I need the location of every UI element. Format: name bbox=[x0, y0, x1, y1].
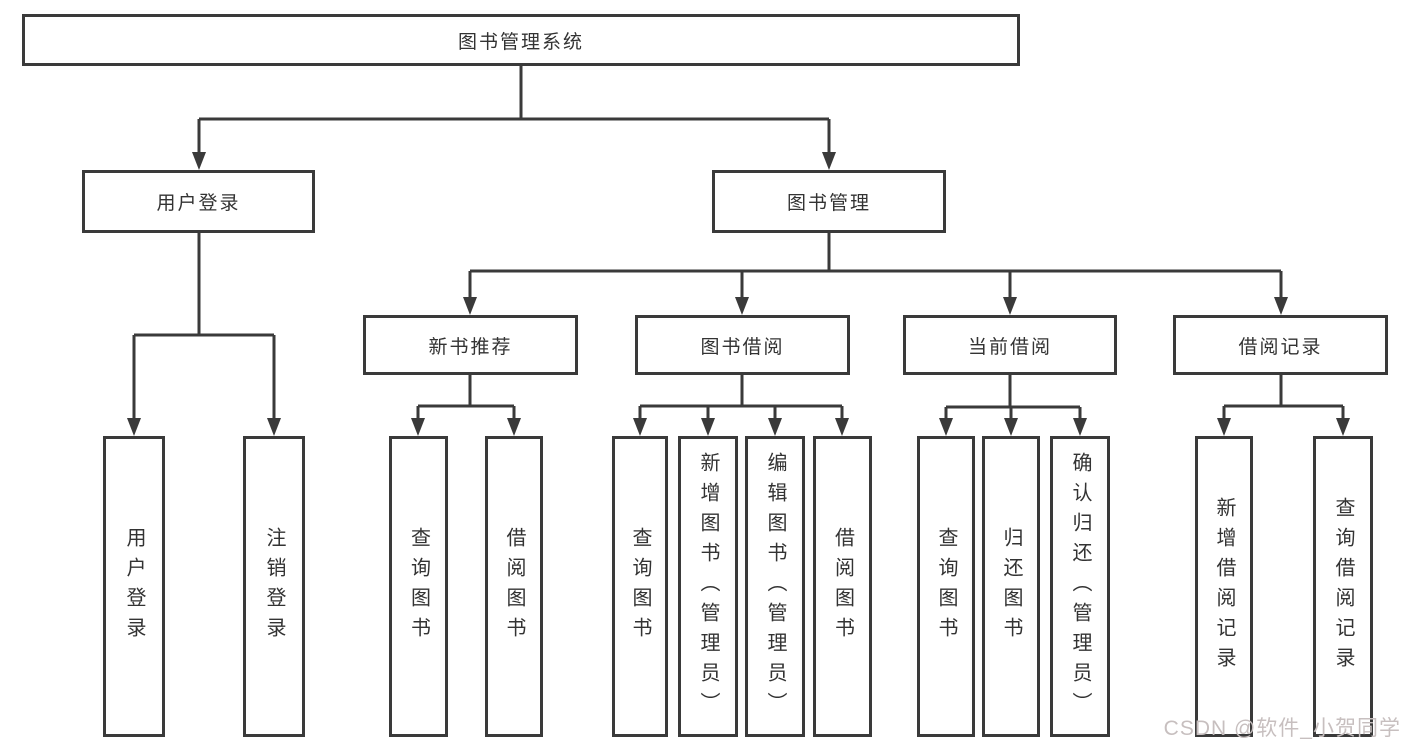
leaf-add-book-admin: 新增图书（管理员） bbox=[678, 436, 738, 737]
node-label: 图书借阅 bbox=[700, 336, 785, 358]
node-user-login: 用户登录 bbox=[82, 170, 315, 233]
leaf-label: 新增借阅记录 bbox=[1213, 496, 1235, 677]
leaf-borrow-books-recommend: 借阅图书 bbox=[485, 436, 543, 737]
leaf-logout: 注销登录 bbox=[243, 436, 305, 737]
connector-user-login bbox=[132, 233, 276, 431]
arrowhead bbox=[633, 418, 647, 436]
connector-current-borrowing bbox=[944, 375, 1082, 431]
csdn-watermark: CSDN @软件_小贺同学 bbox=[1163, 717, 1401, 740]
leaf-label: 新增图书（管理员） bbox=[697, 451, 719, 722]
node-book-management: 图书管理 bbox=[712, 170, 946, 233]
arrowhead bbox=[1003, 297, 1017, 315]
leaf-query-books-current: 查询图书 bbox=[917, 436, 975, 737]
leaf-confirm-return-admin: 确认归还（管理员） bbox=[1050, 436, 1110, 737]
leaf-edit-book-admin: 编辑图书（管理员） bbox=[745, 436, 805, 737]
leaf-label: 查询图书 bbox=[407, 526, 430, 647]
connector-root bbox=[197, 66, 831, 166]
node-label: 图书管理 bbox=[786, 193, 871, 214]
leaf-label: 查询图书 bbox=[935, 526, 957, 647]
arrowhead bbox=[192, 152, 206, 170]
node-label: 借阅记录 bbox=[1238, 336, 1323, 358]
connector-borrowing-records bbox=[1222, 375, 1345, 431]
leaf-label: 归还图书 bbox=[1000, 526, 1022, 647]
node-label: 新书推荐 bbox=[428, 336, 513, 358]
node-book-borrowing: 图书借阅 bbox=[635, 315, 850, 375]
leaf-return-books: 归还图书 bbox=[982, 436, 1040, 737]
leaf-label: 借阅图书 bbox=[831, 526, 854, 647]
leaf-label: 查询图书 bbox=[629, 526, 651, 647]
arrowhead bbox=[1073, 418, 1087, 436]
arrowhead bbox=[735, 297, 749, 315]
node-new-book-recommend: 新书推荐 bbox=[363, 315, 578, 375]
arrowhead bbox=[701, 418, 715, 436]
arrowhead bbox=[1004, 418, 1018, 436]
leaf-label: 注销登录 bbox=[263, 526, 285, 647]
leaf-user-login: 用户登录 bbox=[103, 436, 165, 737]
arrowhead bbox=[768, 418, 782, 436]
arrowhead bbox=[507, 418, 521, 436]
leaf-add-borrow-record: 新增借阅记录 bbox=[1195, 436, 1253, 737]
arrowhead bbox=[127, 418, 141, 436]
leaf-borrow-books-borrowing: 借阅图书 bbox=[813, 436, 872, 737]
arrowhead bbox=[1274, 297, 1288, 315]
node-current-borrowing: 当前借阅 bbox=[903, 315, 1117, 375]
leaf-query-books-borrowing: 查询图书 bbox=[612, 436, 668, 737]
leaf-label: 编辑图书（管理员） bbox=[764, 451, 786, 722]
arrowhead bbox=[1217, 418, 1231, 436]
leaf-label: 借阅图书 bbox=[503, 526, 525, 647]
leaf-label: 查询借阅记录 bbox=[1332, 496, 1354, 677]
node-label: 当前借阅 bbox=[967, 336, 1052, 358]
leaf-label: 确认归还（管理员） bbox=[1069, 451, 1091, 722]
connector-book-borrowing bbox=[638, 375, 844, 431]
node-library-system: 图书管理系统 bbox=[22, 14, 1020, 66]
arrowhead bbox=[1336, 418, 1350, 436]
arrowhead bbox=[835, 418, 849, 436]
leaf-label: 用户登录 bbox=[123, 526, 145, 647]
node-label: 用户登录 bbox=[156, 193, 241, 214]
arrowhead bbox=[411, 418, 425, 436]
arrowhead bbox=[267, 418, 281, 436]
leaf-query-books-recommend: 查询图书 bbox=[389, 436, 448, 737]
leaf-query-borrow-record: 查询借阅记录 bbox=[1313, 436, 1373, 737]
arrowhead bbox=[463, 297, 477, 315]
connector-new-book-recommend bbox=[416, 375, 516, 431]
arrowhead bbox=[822, 152, 836, 170]
connector-book-management bbox=[468, 233, 1283, 311]
arrowhead bbox=[939, 418, 953, 436]
node-label: 图书管理系统 bbox=[457, 31, 584, 53]
node-borrowing-records: 借阅记录 bbox=[1173, 315, 1388, 375]
